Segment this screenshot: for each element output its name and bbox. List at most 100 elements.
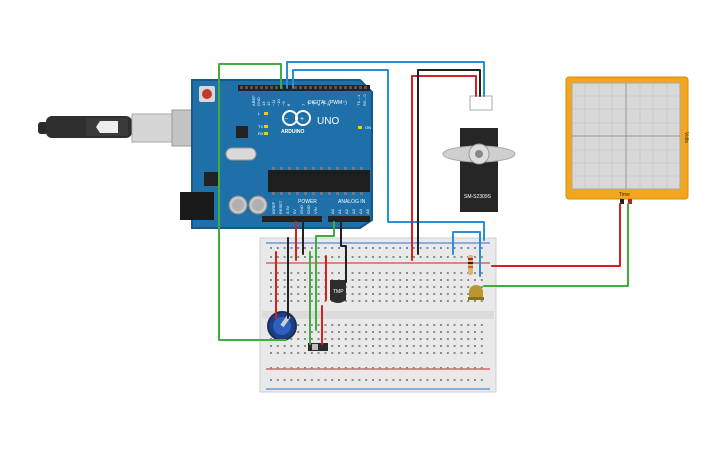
breadboard-hole — [372, 286, 374, 288]
wire-green-scope[interactable] — [483, 203, 629, 287]
breadboard-hole — [358, 324, 361, 326]
breadboard-hole — [365, 286, 368, 288]
breadboard-hole — [372, 331, 374, 333]
breadboard-hole — [297, 279, 300, 281]
breadboard-hole — [480, 324, 483, 326]
breadboard-hole — [358, 279, 361, 281]
wire-black-servo[interactable] — [417, 69, 481, 255]
led[interactable] — [468, 285, 484, 300]
wire-green-pot[interactable] — [218, 63, 287, 341]
breadboard-hole — [460, 293, 463, 295]
breadboard-hole — [392, 247, 395, 249]
breadboard-hole — [270, 256, 272, 258]
breadboard-hole — [331, 379, 334, 381]
breadboard-hole — [283, 367, 286, 369]
temperature-sensor-label: TMP — [333, 289, 344, 295]
analog-pin-a2: A2 — [344, 208, 349, 214]
breadboard-hole — [317, 352, 320, 354]
breadboard-hole — [297, 300, 300, 302]
breadboard-hole — [358, 247, 361, 249]
breadboard-hole — [372, 345, 374, 347]
breadboard-hole — [310, 379, 313, 381]
wire-blue-bb[interactable] — [452, 231, 481, 277]
power-pin-gnd1: GND — [299, 205, 304, 214]
breadboard-hole — [446, 331, 449, 333]
wire-black-a1[interactable] — [340, 221, 347, 283]
breadboard-hole — [453, 324, 456, 326]
breadboard-hole — [453, 338, 456, 340]
breadboard-hole — [331, 256, 334, 258]
breadboard[interactable] — [259, 237, 497, 393]
breadboard-hole — [297, 324, 300, 326]
breadboard-hole — [406, 286, 408, 288]
breadboard-hole — [385, 367, 388, 369]
power-pin-gnd2: GND — [306, 205, 311, 214]
breadboard-hole — [433, 293, 436, 295]
breadboard-hole — [290, 247, 293, 249]
breadboard-hole — [324, 331, 327, 333]
breadboard-hole — [399, 279, 402, 281]
wire-blue-servo[interactable] — [286, 61, 485, 97]
breadboard-hole — [480, 331, 483, 333]
capacitors — [228, 195, 268, 215]
breadboard-hole — [467, 331, 470, 333]
breadboard-hole — [351, 367, 354, 369]
breadboard-hole — [276, 367, 279, 369]
temperature-sensor[interactable]: TMP — [330, 280, 346, 303]
breadboard-hole — [297, 367, 300, 369]
breadboard-hole — [290, 286, 293, 288]
potentiometer[interactable] — [267, 311, 297, 341]
wire-red-servo[interactable] — [411, 75, 477, 261]
power-pin-5v: 5V — [292, 209, 297, 214]
breadboard-hole — [433, 272, 436, 274]
breadboard-hole — [474, 300, 476, 302]
breadboard-hole — [351, 324, 354, 326]
breadboard-hole — [372, 272, 374, 274]
breadboard-hole — [467, 279, 470, 281]
breadboard-hole — [406, 272, 408, 274]
breadboard-hole — [419, 324, 422, 326]
wire-green-a0[interactable] — [315, 221, 335, 331]
breadboard-hole — [378, 300, 381, 302]
breadboard-hole — [406, 345, 408, 347]
breadboard-hole — [331, 272, 334, 274]
breadboard-hole — [474, 279, 476, 281]
wire-blue-led[interactable] — [292, 69, 485, 241]
breadboard-hole — [392, 338, 395, 340]
slide-switch[interactable] — [308, 343, 328, 351]
arduino-uno-board[interactable]: AREF GND 13 12 ~11 ~10 ~9 8 7 ~6 ~5 4 ~3… — [180, 79, 373, 229]
breadboard-hole — [365, 293, 368, 295]
arduino-model: UNO — [317, 116, 339, 127]
servo-motor[interactable]: SM-S2309S — [442, 95, 516, 212]
breadboard-hole — [338, 272, 340, 274]
breadboard-hole — [338, 379, 340, 381]
breadboard-hole — [365, 324, 368, 326]
pin-label-11: ~11 — [271, 99, 276, 106]
breadboard-hole — [399, 300, 402, 302]
breadboard-hole — [453, 300, 456, 302]
breadboard-hole — [290, 293, 293, 295]
breadboard-hole — [358, 256, 361, 258]
breadboard-hole — [412, 272, 415, 274]
breadboard-hole — [426, 379, 429, 381]
breadboard-hole — [324, 300, 327, 302]
breadboard-hole — [385, 279, 388, 281]
breadboard-hole — [385, 324, 388, 326]
breadboard-hole — [310, 352, 313, 354]
breadboard-hole — [433, 338, 436, 340]
oscilloscope[interactable]: Time Volts — [565, 76, 689, 204]
breadboard-hole — [433, 279, 436, 281]
breadboard-hole — [304, 293, 306, 295]
breadboard-hole — [467, 352, 470, 354]
wire-red-scope[interactable] — [491, 203, 621, 267]
breadboard-hole — [385, 247, 388, 249]
breadboard-hole — [412, 286, 415, 288]
breadboard-hole — [474, 338, 476, 340]
breadboard-hole — [304, 300, 306, 302]
breadboard-hole — [433, 331, 436, 333]
breadboard-hole — [365, 247, 368, 249]
breadboard-hole — [365, 272, 368, 274]
breadboard-hole — [467, 286, 470, 288]
power-pin-ioref: IOREF — [271, 201, 276, 214]
breadboard-hole — [290, 338, 293, 340]
